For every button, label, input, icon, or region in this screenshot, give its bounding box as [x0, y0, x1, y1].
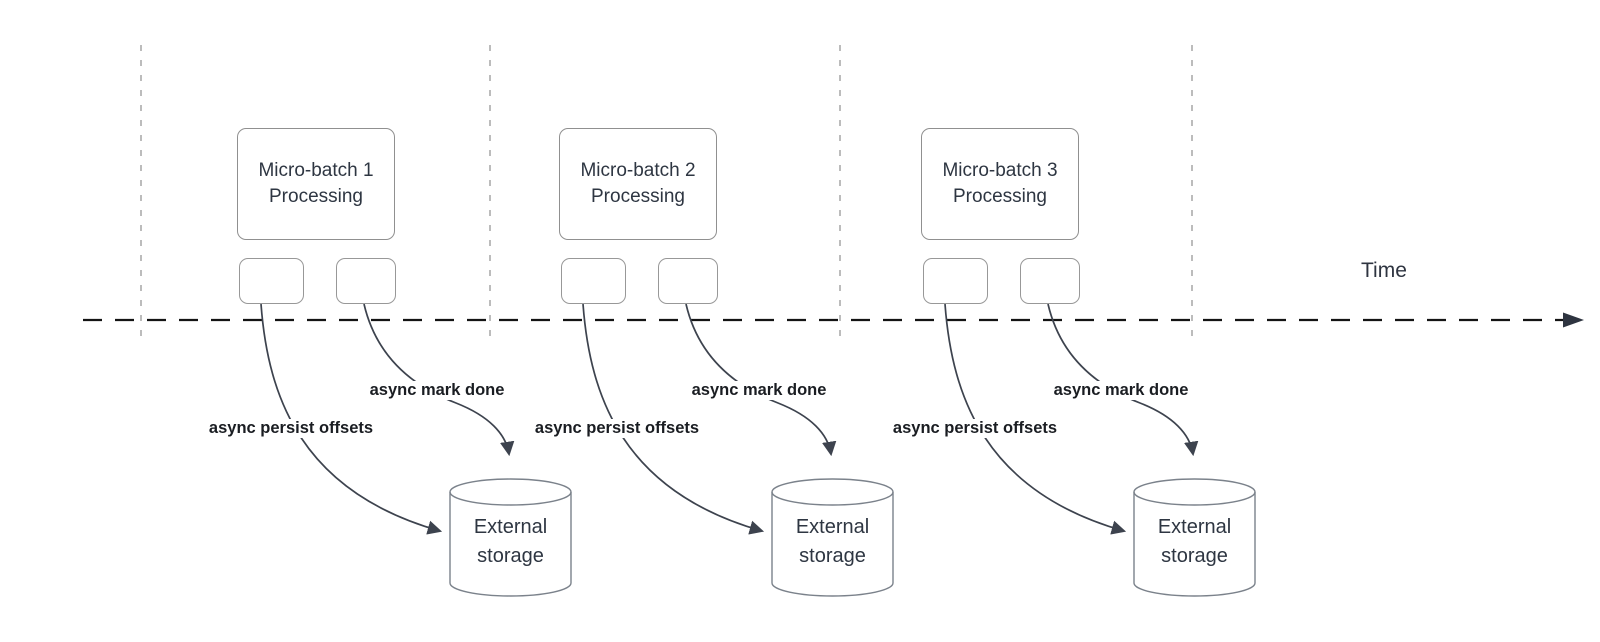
external-storage-label-line2: storage	[477, 545, 544, 567]
batch-group-2-shapes	[582, 303, 894, 597]
microbatch-2-processing-box: Micro-batch 2 Processing	[559, 128, 717, 240]
external-storage-label: External storage	[1134, 513, 1255, 571]
external-storage-label: External storage	[450, 513, 571, 571]
time-axis-label: Time	[1361, 259, 1407, 282]
async-mark-done-label: async mark done	[1050, 381, 1192, 400]
external-storage-cylinder	[449, 478, 572, 597]
external-storage-cylinder	[1133, 478, 1256, 597]
microbatch-box-title-line2: Processing	[591, 186, 685, 207]
external-storage-label-line1: External	[473, 516, 548, 538]
async-mark-done-label: async mark done	[366, 381, 508, 400]
external-storage-cylinder-lid	[771, 491, 894, 506]
external-storage-label-line2: storage	[1161, 545, 1228, 567]
batch-group-1-shapes	[260, 303, 572, 597]
microbatch-box-title-line2: Processing	[953, 186, 1047, 207]
async-persist-offsets-label: async persist offsets	[889, 419, 1061, 438]
async-persist-offsets-label: async persist offsets	[205, 419, 377, 438]
async-mark-done-arrow	[685, 303, 837, 457]
mark-done-task-box	[336, 258, 396, 304]
mark-done-task-box	[1020, 258, 1080, 304]
async-persist-offsets-label: async persist offsets	[531, 419, 703, 438]
external-storage-label: External storage	[772, 513, 893, 571]
offset-task-box	[923, 258, 988, 304]
async-mark-done-label: async mark done	[688, 381, 830, 400]
microbatch-1-processing-box: Micro-batch 1 Processing	[237, 128, 395, 240]
async-persist-offsets-arrow	[582, 303, 765, 535]
async-mark-done-arrow	[363, 303, 515, 457]
external-storage-cylinder	[771, 478, 894, 597]
async-persist-offsets-arrow	[260, 303, 443, 535]
microbatch-box-title-line1: Micro-batch 2	[580, 160, 696, 181]
offset-task-box	[239, 258, 304, 304]
external-storage-label-line2: storage	[799, 545, 866, 567]
time-axis-arrowhead-icon	[1563, 312, 1584, 328]
external-storage-label-line1: External	[1157, 516, 1232, 538]
mark-done-task-box	[658, 258, 718, 304]
async-mark-done-arrow	[1047, 303, 1199, 457]
offset-task-box	[561, 258, 626, 304]
microbatch-box-title-line2: Processing	[269, 186, 363, 207]
external-storage-cylinder-lid	[449, 491, 572, 506]
async-persist-offsets-arrow	[944, 303, 1127, 535]
external-storage-label-line1: External	[795, 516, 870, 538]
microbatch-box-title-line1: Micro-batch 1	[258, 160, 374, 181]
microbatch-3-processing-box: Micro-batch 3 Processing	[921, 128, 1079, 240]
batch-group-3-shapes	[944, 303, 1256, 597]
external-storage-cylinder-lid	[1133, 491, 1256, 506]
microbatch-box-title-line1: Micro-batch 3	[942, 160, 1058, 181]
